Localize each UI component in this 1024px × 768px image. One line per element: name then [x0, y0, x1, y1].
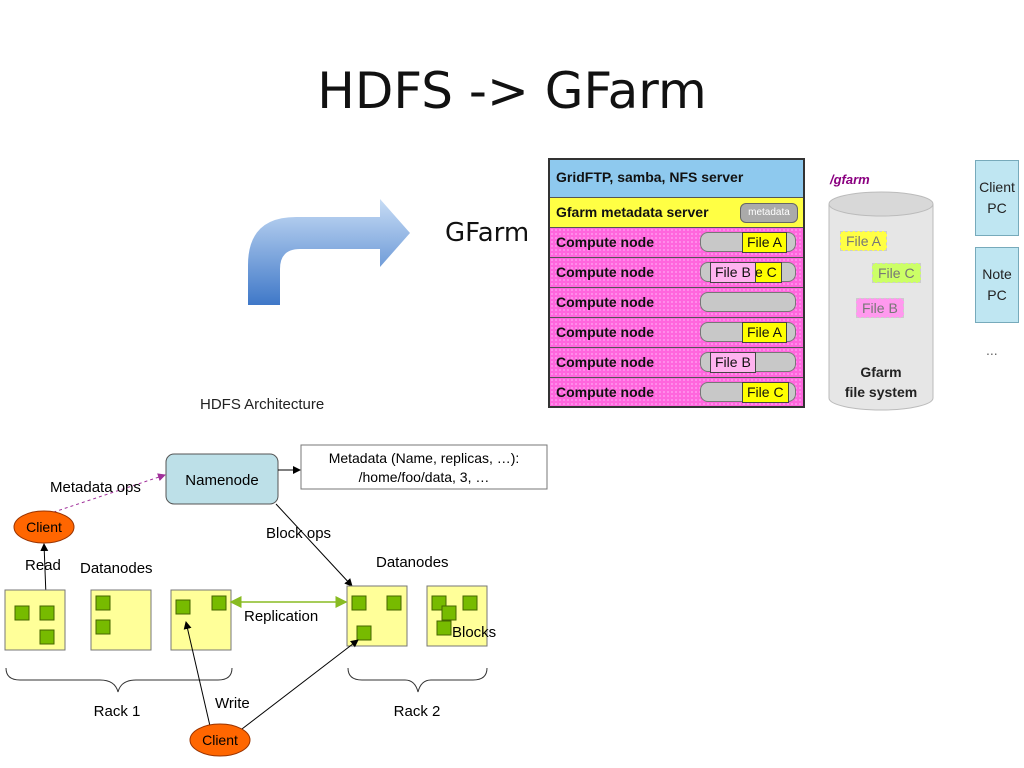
metadata-line2: /home/foo/data, 3, … — [359, 469, 490, 485]
gfarm-fs-label-line1: Gfarm — [860, 364, 902, 380]
metadata-server-row: Gfarm metadata server metadata — [550, 198, 803, 228]
note-pc-line2: PC — [987, 287, 1007, 303]
compute-node-row: Compute node — [550, 288, 803, 318]
block-square — [175, 599, 191, 615]
gridftp-row: GridFTP, samba, NFS server — [550, 160, 803, 198]
metadata-ops-arrow — [41, 473, 166, 517]
metadata-box — [300, 444, 548, 490]
compute-node-label: Compute node — [556, 354, 654, 370]
datanodes-right-label: Datanodes — [376, 554, 449, 571]
file-a-tag: File A — [742, 322, 788, 343]
gfarm-fs-label: Gfarm file system — [826, 362, 936, 402]
datanodes-left-label: Datanodes — [80, 560, 153, 577]
compute-node-label: Compute node — [556, 234, 654, 250]
block-square — [386, 595, 402, 611]
rack1-label: Rack 1 — [94, 703, 141, 720]
metadata-ops-label: Metadata ops — [50, 479, 141, 496]
client-pc-line1: Client — [979, 179, 1015, 195]
rack1-brace — [5, 667, 233, 693]
datanode-box — [4, 589, 66, 651]
slide-title: HDFS -> GFarm — [317, 62, 707, 120]
block-square — [39, 629, 55, 645]
client-top-label: Client — [26, 519, 62, 535]
file-b-tag: File B — [710, 262, 756, 283]
rack2-label: Rack 2 — [394, 703, 441, 720]
client-bottom-label: Client — [202, 732, 238, 748]
curved-arrow-icon — [248, 199, 410, 305]
block-ops-arrow — [275, 503, 353, 587]
file-c-tag: e C — [750, 262, 782, 283]
block-square — [356, 625, 372, 641]
metadata-server-label: Gfarm metadata server — [556, 204, 709, 220]
metadata-line1: Metadata (Name, replicas, …): — [329, 450, 520, 466]
gfarm-label: GFarm — [445, 218, 530, 248]
write-arrow-rack1 — [183, 621, 211, 727]
write-label: Write — [215, 695, 250, 712]
compute-node-row: Compute node File A — [550, 318, 803, 348]
client-pc-box: Client PC — [975, 160, 1019, 236]
fs-file-a: File A — [840, 231, 888, 251]
compute-node-label: Compute node — [556, 324, 654, 340]
client-bottom-ellipse — [189, 723, 251, 757]
gfarm-path-label: /gfarm — [830, 172, 870, 187]
file-a-tag: File A — [742, 232, 788, 253]
compute-node-row: Compute node File A — [550, 228, 803, 258]
block-square — [441, 605, 457, 621]
compute-node-row: Compute node File B — [550, 348, 803, 378]
metadata-badge: metadata — [740, 203, 798, 223]
client-pc-line2: PC — [987, 200, 1007, 216]
block-square — [436, 620, 452, 636]
read-label: Read — [25, 557, 61, 574]
more-devices: ... — [986, 342, 998, 358]
client-top-ellipse — [13, 510, 75, 544]
block-ops-label: Block ops — [266, 525, 331, 542]
compute-node-row: Compute node File C — [550, 378, 803, 406]
compute-node-label: Compute node — [556, 294, 654, 310]
gridftp-row-label: GridFTP, samba, NFS server — [556, 169, 744, 185]
hdfs-architecture-title: HDFS Architecture — [200, 396, 325, 413]
block-square — [211, 595, 227, 611]
datanode-box — [346, 585, 408, 647]
compute-node-label: Compute node — [556, 384, 654, 400]
hdfs-architecture-diagram: Namenode Metadata (Name, replicas, …): /… — [4, 444, 548, 757]
block-square — [95, 595, 111, 611]
compute-node-label: Compute node — [556, 264, 654, 280]
file-c-tag: File C — [742, 382, 789, 403]
block-square — [14, 605, 30, 621]
fs-file-b: File B — [856, 298, 904, 318]
block-square — [462, 595, 478, 611]
replication-label: Replication — [244, 608, 318, 625]
disk-icon — [700, 292, 796, 312]
note-pc-box: Note PC — [975, 247, 1019, 323]
note-pc-line1: Note — [982, 266, 1012, 282]
file-b-tag: File B — [710, 352, 756, 373]
blocks-label: Blocks — [452, 624, 496, 641]
fs-file-c: File C — [872, 263, 921, 283]
block-square — [351, 595, 367, 611]
gfarm-fs-label-line2: file system — [844, 384, 918, 400]
rack2-brace — [347, 667, 488, 693]
namenode-box — [165, 453, 279, 505]
block-square — [95, 619, 111, 635]
compute-node-row: Compute node e C File B — [550, 258, 803, 288]
namenode-label: Namenode — [185, 472, 258, 489]
block-square — [39, 605, 55, 621]
write-arrow-rack2 — [237, 639, 359, 733]
